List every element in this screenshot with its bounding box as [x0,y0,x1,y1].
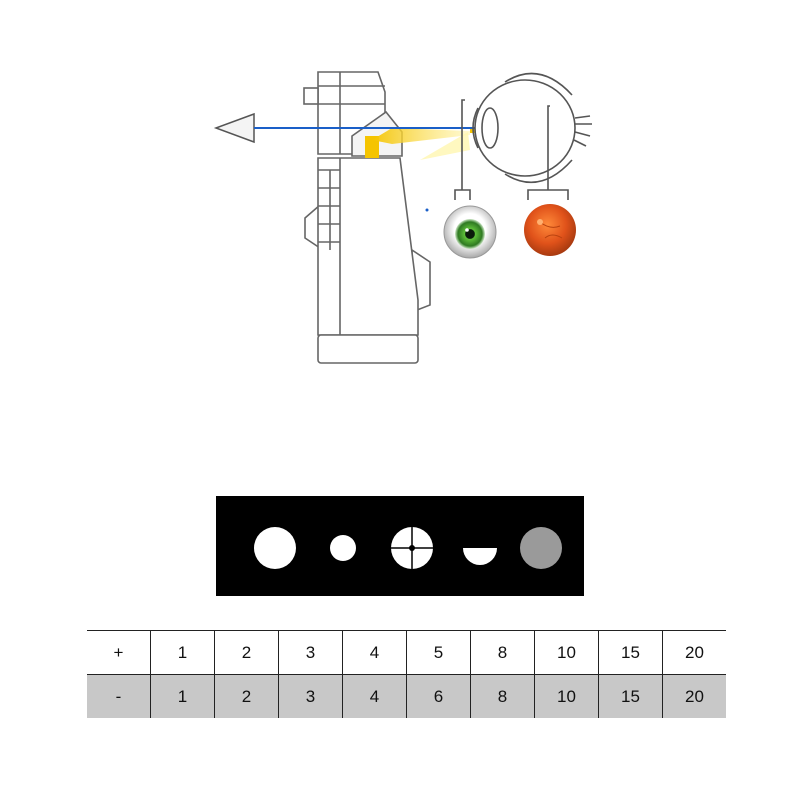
lens-cell: 10 [534,674,599,718]
large-aperture [254,527,296,569]
lens-cell: 1 [150,674,215,718]
filter-aperture [520,527,562,569]
lens-cell: 3 [278,674,343,718]
plus-lens-row: + 1 2 3 4 5 8 10 15 20 [87,630,726,675]
lens-cell: 15 [598,630,663,675]
lens-cell: 4 [342,630,407,675]
lens-cell: 10 [534,630,599,675]
lens-cell: 20 [662,630,726,675]
lens-cell: 8 [470,630,535,675]
retina-fundus-icon [524,204,576,256]
ophthalmoscope-device [303,71,431,364]
lens-cell: 15 [598,674,663,718]
viewer-eye-icon [213,112,255,144]
lens-cell: 8 [470,674,535,718]
minus-lens-row: - 1 2 3 4 6 8 10 15 20 [87,674,726,718]
lens-power-table: + 1 2 3 4 5 8 10 15 20 - 1 2 3 4 6 8 10 … [87,630,726,718]
slit-half-moon-aperture [463,548,497,565]
lens-cell: 3 [278,630,343,675]
lens-cell: - [87,674,151,718]
aperture-selection-panel [216,496,584,596]
ophthalmoscope-diagram [213,71,592,364]
external-eye-icon [443,205,497,259]
lens-cell: + [87,630,151,675]
lens-cell: 2 [214,674,279,718]
lens-cell: 20 [662,674,726,718]
lens-cell: 6 [406,674,471,718]
lens-cell: 5 [406,630,471,675]
small-aperture [330,535,356,561]
fixation-target-aperture [391,527,433,569]
lens-cell: 1 [150,630,215,675]
eye-cross-section [454,72,592,200]
lens-cell: 2 [214,630,279,675]
lens-cell: 4 [342,674,407,718]
